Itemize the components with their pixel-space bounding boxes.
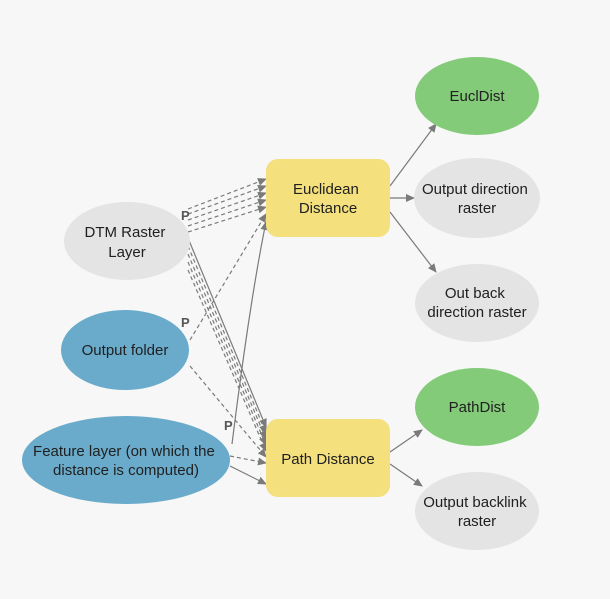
tool-euclidean-distance-label: Euclidean Distance bbox=[293, 181, 363, 217]
output-pathdist[interactable]: PathDist bbox=[415, 368, 539, 446]
connector-euclidean-to-backdirection bbox=[389, 211, 437, 273]
output-backlink-raster[interactable]: Output backlink raster bbox=[415, 472, 539, 550]
output-backlink-raster-label: Output backlink raster bbox=[423, 494, 531, 530]
connector-dtm-to-path bbox=[187, 269, 267, 452]
output-direction-raster-label: Output direction raster bbox=[422, 181, 532, 217]
output-back-direction-raster-label: Out back direction raster bbox=[427, 285, 526, 321]
node-dtm-raster-layer[interactable]: DTM Raster Layer bbox=[64, 202, 190, 280]
connector-dtm-to-path bbox=[187, 253, 267, 440]
output-pathdist-label: PathDist bbox=[449, 399, 507, 416]
connector-path-to-backlink bbox=[389, 463, 423, 487]
connector-dtm-to-euclidean bbox=[187, 198, 267, 227]
tool-path-distance-label: Path Distance bbox=[281, 451, 374, 468]
connector-dtm-to-path bbox=[187, 237, 267, 428]
tool-euclidean-distance[interactable]: Euclidean Distance bbox=[266, 159, 390, 237]
connector-path-to-pathdist bbox=[389, 429, 423, 453]
connector-feature-to-path bbox=[229, 455, 267, 466]
node-dtm-raster-layer-label: DTM Raster Layer bbox=[84, 224, 169, 261]
parameter-marker: P bbox=[224, 418, 233, 433]
connector-dtm-to-path bbox=[187, 261, 267, 446]
node-output-folder[interactable]: Output folder bbox=[61, 310, 189, 390]
output-back-direction-raster[interactable]: Out back direction raster bbox=[415, 264, 539, 342]
output-direction-raster[interactable]: Output direction raster bbox=[414, 158, 540, 238]
connector-folder-to-euclidean bbox=[189, 213, 267, 341]
connector-feature-to-euclidean bbox=[231, 221, 269, 445]
connector-feature-to-path bbox=[229, 465, 267, 485]
connector-folder-to-path bbox=[189, 365, 267, 458]
parameter-marker: P bbox=[181, 208, 190, 223]
connector-dtm-to-euclidean bbox=[187, 205, 267, 233]
connectors bbox=[187, 123, 437, 487]
connector-dtm-to-euclidean bbox=[187, 178, 267, 210]
parameter-marker: P bbox=[181, 315, 190, 330]
node-feature-layer-label: Feature layer (on which the distance is … bbox=[33, 443, 219, 479]
connector-dtm-to-path bbox=[187, 245, 267, 434]
output-eucldist-label: EuclDist bbox=[449, 88, 505, 105]
connector-dtm-to-euclidean bbox=[187, 191, 267, 221]
node-output-folder-label: Output folder bbox=[82, 342, 169, 359]
connector-euclidean-to-eucldist bbox=[389, 123, 437, 187]
node-feature-layer[interactable]: Feature layer (on which the distance is … bbox=[22, 416, 230, 504]
connector-dtm-to-euclidean bbox=[187, 184, 267, 215]
output-eucldist[interactable]: EuclDist bbox=[415, 57, 539, 135]
tool-path-distance[interactable]: Path Distance bbox=[266, 419, 390, 497]
